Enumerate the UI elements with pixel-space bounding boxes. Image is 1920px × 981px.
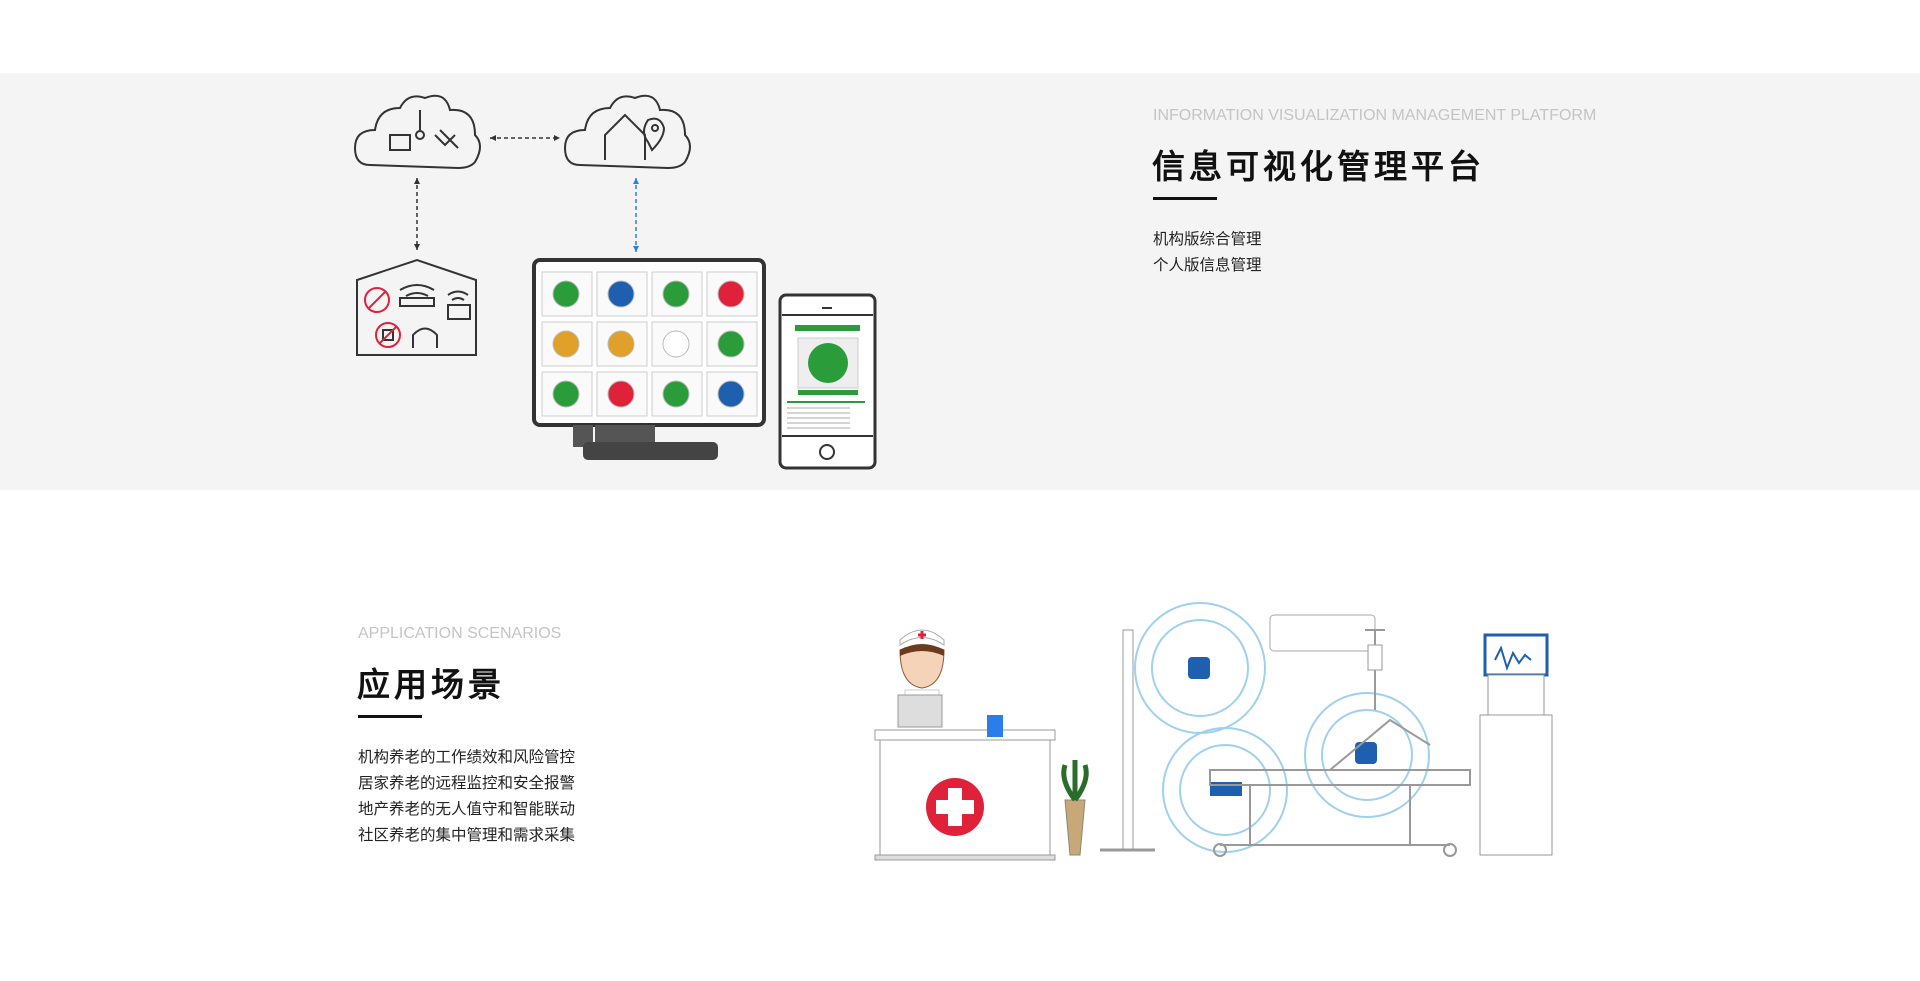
house-devices-icon: [356, 258, 477, 356]
status-indicator-icon: [607, 380, 635, 408]
partition-stand: [1100, 629, 1155, 852]
hospital-bed: [1209, 718, 1471, 857]
list-item: 机构版综合管理: [1153, 230, 1262, 248]
status-indicator-icon: [607, 280, 635, 308]
reception-desk: [874, 694, 1056, 861]
status-indicator-icon: [717, 280, 745, 308]
list-item: 社区养老的集中管理和需求采集: [358, 826, 576, 844]
cloud-sensors-icon: [353, 94, 481, 170]
scenarios-title-rule: [358, 715, 422, 718]
status-indicator-icon: [552, 380, 580, 408]
status-indicator-icon: [552, 280, 580, 308]
list-item: 个人版信息管理: [1153, 256, 1262, 274]
platform-title: 信息可视化管理平台: [1152, 147, 1485, 186]
platform-illustration: [353, 94, 877, 470]
medical-monitor-cart: [1479, 633, 1553, 856]
air-conditioner: [1269, 614, 1376, 652]
status-indicator-icon: [607, 330, 635, 358]
hospital-ward-illustration: [874, 602, 1553, 861]
platform-feature-list: 机构版综合管理 个人版信息管理: [1153, 226, 1262, 278]
list-item: 地产养老的无人值守和智能联动: [358, 800, 576, 818]
monitor-dashboard-icon: [532, 258, 766, 460]
status-indicator-icon: [717, 330, 745, 358]
scenarios-subtitle: APPLICATION SCENARIOS: [358, 625, 562, 642]
scenarios-title: 应用场景: [357, 665, 505, 704]
status-indicator-icon: [552, 330, 580, 358]
status-indicator-icon: [662, 280, 690, 308]
status-indicator-icon: [662, 380, 690, 408]
platform-section-background: [0, 73, 1920, 490]
scenarios-list: 机构养老的工作绩效和风险管控 居家养老的远程监控和安全报警 地产养老的无人值守和…: [358, 744, 575, 848]
cloud-home-location-icon: [563, 94, 691, 170]
list-item: 居家养老的远程监控和安全报警: [358, 774, 576, 792]
plant-icon: [1061, 760, 1089, 856]
list-item: 机构养老的工作绩效和风险管控: [358, 748, 576, 766]
platform-subtitle: INFORMATION VISUALIZATION MANAGEMENT PLA…: [1153, 107, 1597, 124]
phone-app-icon: [778, 293, 877, 470]
status-indicator-icon: [717, 380, 745, 408]
status-indicator-icon: [662, 330, 690, 358]
platform-title-rule: [1153, 197, 1217, 200]
